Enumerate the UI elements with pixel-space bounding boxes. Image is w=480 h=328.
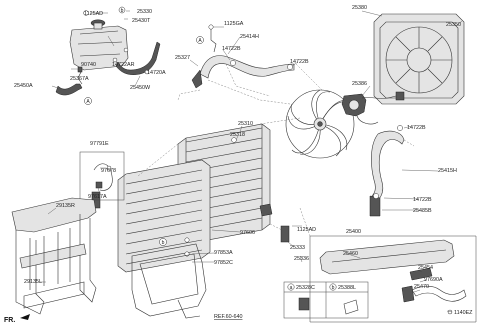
svg-text:b: b: [121, 8, 124, 14]
label-1125GA: 1125GA: [224, 21, 244, 27]
label-25328C: 25328C: [296, 285, 315, 291]
bolt-1125AD: [83, 10, 89, 16]
bolt-1125GA: [208, 24, 214, 30]
kit-box-25400: [309, 235, 477, 323]
label-25450W: 25450W: [130, 85, 151, 91]
label-29135R: 29135R: [56, 203, 75, 209]
label-1125AD-b: 1125AD: [297, 227, 316, 233]
label-97617A: 97617A: [88, 194, 107, 200]
fan-blade-25386: [285, 89, 355, 159]
label-25400: 25400: [346, 229, 361, 235]
label-25450A: 25450A: [14, 83, 33, 89]
label-25485B: 25485B: [413, 208, 432, 214]
label-97690A: 97690A: [424, 277, 443, 283]
marker-a-tank: [84, 97, 92, 105]
support-bracket: b: [131, 238, 207, 319]
condenser-97606: [91, 159, 211, 273]
label-29135L: 29135L: [24, 279, 42, 285]
label-97791E: 97791E: [90, 141, 109, 147]
front-direction-label: FR.: [4, 317, 15, 324]
carrier-29135R: [11, 197, 97, 315]
label-97853A: 97853A: [214, 250, 233, 256]
lower-hose-group: [369, 125, 405, 217]
marker-b-lower: [159, 238, 167, 246]
label-14722AR: 14722AR: [112, 62, 135, 68]
marker-b-top: [118, 6, 126, 14]
fan-harness: [361, 95, 397, 99]
upper-hose-group: A: [191, 24, 295, 89]
label-25318: 25318: [230, 132, 245, 138]
svg-text:A: A: [198, 38, 202, 44]
label-25380: 25380: [352, 5, 367, 11]
label-25310: 25310: [238, 121, 253, 127]
hose-25450A: [55, 83, 83, 96]
label-25336: 25336: [294, 256, 309, 262]
fan-motor-group: [341, 91, 405, 125]
drain-25333: [280, 225, 290, 243]
fan-shroud-25350: [373, 13, 465, 105]
label-97678: 97678: [101, 168, 116, 174]
label-25460: 25460: [343, 251, 358, 257]
hose-25450W: [115, 41, 161, 75]
label-25367A: 25367A: [70, 76, 89, 82]
label-14722B-b: 14722B: [290, 59, 309, 65]
marker-a-upper: [196, 36, 204, 44]
sensor-inset-97791E: [79, 151, 125, 201]
label-25350: 25350: [446, 22, 461, 28]
reference-label: REF.60-640: [214, 314, 242, 320]
label-25333: 25333: [290, 245, 305, 251]
label-1140EZ: 1140EZ: [454, 310, 473, 316]
svg-text:a: a: [290, 285, 293, 291]
inset-legend: a b: [283, 281, 369, 319]
clamp-90740: [77, 66, 83, 73]
plug-25318: [231, 137, 237, 143]
label-97606: 97606: [240, 230, 255, 236]
label-25414H: 25414H: [240, 34, 259, 40]
reservoir-tank-group: [55, 10, 161, 96]
svg-text:b: b: [162, 240, 165, 246]
label-14720A: 14720A: [147, 70, 166, 76]
label-25330: 25330: [137, 9, 152, 15]
lower-hose-25415H: [371, 130, 405, 201]
label-14722B-c: 14722B: [407, 125, 426, 131]
pipe-25485B: [369, 195, 381, 217]
label-14722B-d: 14722B: [413, 197, 432, 203]
label-25327: 25327: [175, 55, 190, 61]
label-14722B-a: 14722B: [222, 46, 241, 52]
upper-hose-25414H: [199, 55, 295, 79]
label-25470: 25470: [414, 284, 429, 290]
svg-text:b: b: [332, 285, 335, 291]
label-25386: 25386: [352, 81, 367, 87]
label-25454: 25454: [418, 265, 433, 271]
label-25388L: 25388L: [338, 285, 356, 291]
label-25415H: 25415H: [438, 168, 457, 174]
label-90740: 90740: [81, 62, 96, 68]
svg-text:A: A: [86, 99, 90, 105]
label-1125AD-a: 1125AD: [84, 11, 103, 17]
front-arrow-icon: [20, 314, 30, 320]
label-25430T: 25430T: [132, 18, 151, 24]
label-97852C: 97852C: [214, 260, 233, 266]
